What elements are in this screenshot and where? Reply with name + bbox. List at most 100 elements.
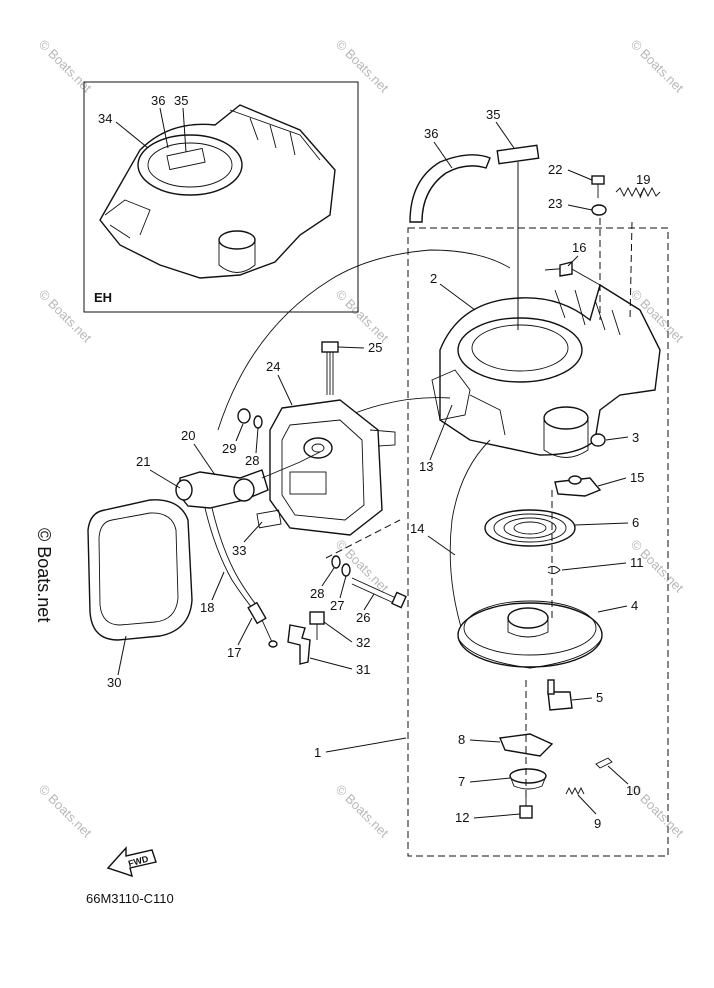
callout-5: 5 <box>596 690 603 705</box>
callout-3: 3 <box>632 430 639 445</box>
leader-24 <box>277 374 293 406</box>
leader-11 <box>561 562 627 571</box>
pin-10 <box>595 757 613 769</box>
leader-10 <box>607 765 629 785</box>
leader-26 <box>363 593 375 611</box>
leader-27 <box>339 575 347 599</box>
inset-bracket <box>229 109 321 161</box>
cable-20-rod <box>261 451 321 479</box>
callout-9: 9 <box>594 816 601 831</box>
leader-16 <box>567 255 579 267</box>
leader-1 <box>325 737 407 753</box>
housing-handle <box>431 369 471 421</box>
callout-12: 12 <box>455 810 469 825</box>
part-code: 66M3110-C110 <box>86 891 174 906</box>
callout-11: 11 <box>630 555 644 570</box>
callout-24: 24 <box>266 359 280 374</box>
callout-16: 16 <box>572 240 586 255</box>
inset-cowl-ring <box>147 142 233 188</box>
housing-top-ring <box>471 324 569 372</box>
leader-23 <box>567 204 593 211</box>
leader-36 <box>433 141 453 169</box>
leader-28b <box>321 567 335 587</box>
callout-14: 14 <box>410 521 424 536</box>
axis-19 <box>629 221 633 321</box>
housing-knob <box>543 406 589 430</box>
washer-28b <box>331 555 341 569</box>
cable-assembly-20 <box>175 451 321 648</box>
cable-14 <box>449 439 491 641</box>
inset-cowl <box>99 104 336 279</box>
leader-3 <box>605 436 629 441</box>
callout-8: 8 <box>458 732 465 747</box>
bracket-24-inner <box>281 419 365 521</box>
callout-35-inset: 35 <box>174 93 188 108</box>
part-5 <box>547 691 573 711</box>
cable-18 <box>204 507 259 616</box>
watermark-text: © Boats.net <box>333 537 392 596</box>
inset-label-plate <box>166 147 206 171</box>
spring-6 <box>484 509 576 547</box>
cable-20-body <box>179 469 269 509</box>
callout-20: 20 <box>181 428 195 443</box>
leader-35 <box>495 121 515 149</box>
callout-34: 34 <box>98 111 112 126</box>
spring-19 <box>615 186 661 198</box>
callout-15: 15 <box>630 470 644 485</box>
bolt-32 <box>309 611 325 640</box>
housing-knob-body <box>543 418 589 458</box>
callout-29: 29 <box>222 441 236 456</box>
part-36-cap <box>409 154 491 223</box>
bracket-24-hole <box>303 437 333 459</box>
leader-21 <box>149 469 181 489</box>
callout-31: 31 <box>356 662 370 677</box>
callout-35: 35 <box>486 107 500 122</box>
bracket-24-slot <box>289 471 327 495</box>
callout-2: 2 <box>430 271 437 286</box>
inset-frame <box>83 81 359 313</box>
callout-28b: 28 <box>310 586 324 601</box>
callout-26: 26 <box>356 610 370 625</box>
callout-30: 30 <box>107 675 121 690</box>
callout-18: 18 <box>200 600 214 615</box>
watermark-text: © Boats.net <box>628 37 687 96</box>
clip-11 <box>547 565 561 575</box>
leader-20 <box>193 443 216 476</box>
callout-6: 6 <box>632 515 639 530</box>
washer-27 <box>341 563 351 577</box>
callout-32: 32 <box>356 635 370 650</box>
cable-upper <box>217 249 511 431</box>
reel-4 <box>457 600 603 669</box>
cable-link <box>349 397 451 416</box>
watermark-vertical: © Boats.net <box>34 528 54 622</box>
housing-rib <box>469 394 506 436</box>
bolt-12 <box>519 795 533 819</box>
leader-32 <box>323 621 353 643</box>
inset-eh: EH 34 36 35 <box>83 81 359 313</box>
leader-7 <box>469 777 511 783</box>
bracket-31 <box>287 624 311 665</box>
callout-21: 21 <box>136 454 150 469</box>
part-33 <box>256 509 282 529</box>
watermark-text: © Boats.net <box>36 37 95 96</box>
assembly-boundary <box>407 227 669 857</box>
callout-28a: 28 <box>245 453 259 468</box>
leader-5 <box>571 697 593 701</box>
leader-4 <box>597 605 628 613</box>
leader-22 <box>567 169 593 181</box>
callout-13: 13 <box>419 459 433 474</box>
inset-knob <box>218 230 256 250</box>
inset-knob-body <box>218 240 256 273</box>
part-35-label <box>496 144 540 165</box>
frame-30-outer <box>87 499 193 641</box>
watermark-text: © Boats.net <box>333 37 392 96</box>
leader-34 <box>115 121 149 149</box>
bolt-26-axis <box>325 519 401 559</box>
housing-top <box>457 317 583 383</box>
bracket-24-tab <box>369 429 396 447</box>
leader-13 <box>429 404 453 461</box>
frame-30-inner <box>98 512 179 626</box>
part-15-pin <box>568 475 582 485</box>
cable-17-rod <box>261 619 273 643</box>
